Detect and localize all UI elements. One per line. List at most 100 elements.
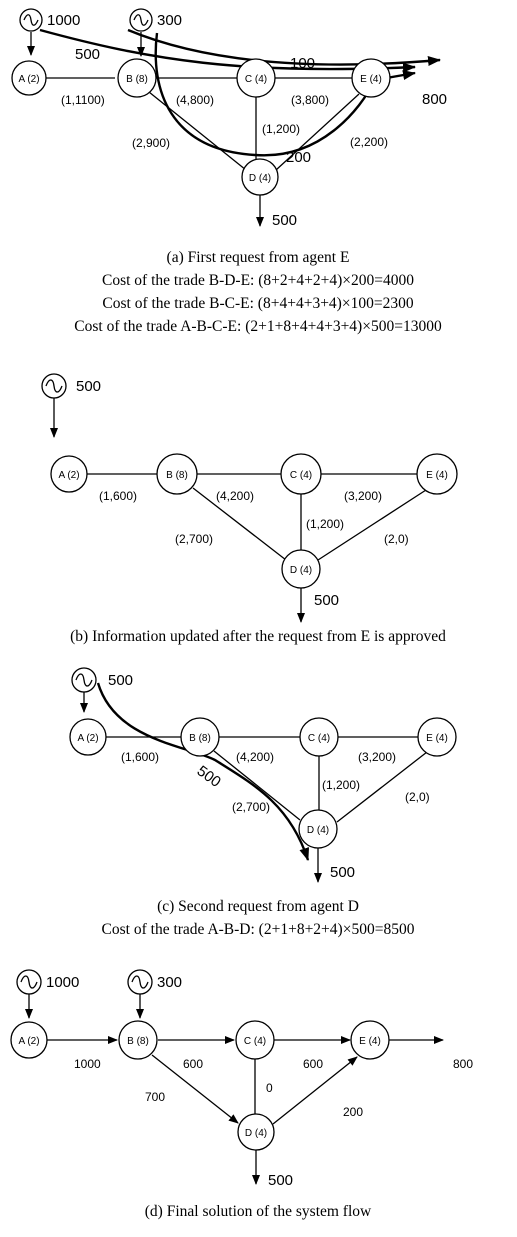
node-a-label: A (2) <box>77 733 98 744</box>
gen-a-label: 500 <box>108 672 133 689</box>
edge-b-d <box>213 750 301 821</box>
node-b-label: B (8) <box>127 1036 149 1047</box>
node-c <box>280 453 322 495</box>
node-e <box>417 717 457 757</box>
generator-a <box>71 667 97 693</box>
edge-d-e <box>336 751 428 823</box>
edge-d-e-label: (2,0) <box>384 532 409 546</box>
node-a <box>10 1021 48 1059</box>
node-b-label: B (8) <box>126 74 148 85</box>
panel-a: 1000 300 A (2) B (8) C (4) E (4) D (4) (… <box>11 8 447 335</box>
flow-c-e-label: 600 <box>303 1057 323 1071</box>
flow-b-c-label: 600 <box>183 1057 203 1071</box>
panel-b: 500 A (2) B (8) C (4) E (4) D (4) (1,600… <box>41 373 458 645</box>
generator-a <box>16 969 42 995</box>
edge-b-d-label: (2,900) <box>132 136 170 150</box>
edge-c-d-label: (1,200) <box>322 778 360 792</box>
edge-b-d <box>148 91 247 171</box>
node-d <box>281 549 321 589</box>
node-e-label: E (4) <box>426 733 448 744</box>
node-a <box>50 455 88 493</box>
node-e-label: E (4) <box>359 1036 381 1047</box>
caption-title: (d) Final solution of the system flow <box>145 1203 372 1220</box>
caption-title: (c) Second request from agent D <box>157 898 359 915</box>
edge-c-e-label: (3,800) <box>291 93 329 107</box>
sine-wave-icon <box>20 975 38 989</box>
edge-d-e-label: (2,0) <box>405 790 430 804</box>
node-e <box>416 453 458 495</box>
node-d-label: D (4) <box>307 825 329 836</box>
cost-line-1: Cost of the trade A-B-D: (2+1+8+2+4)×500… <box>102 921 415 938</box>
gen-b-label: 300 <box>157 12 182 29</box>
edge-b-d <box>192 487 287 561</box>
flow-500-label: 500 <box>75 46 100 63</box>
edge-d-e <box>317 489 427 561</box>
out-e-label: 800 <box>453 1057 473 1071</box>
node-c <box>235 1020 275 1060</box>
node-a-label: A (2) <box>18 1036 39 1047</box>
sine-wave-icon <box>45 379 63 393</box>
node-a <box>11 60 47 96</box>
node-b <box>156 453 198 495</box>
node-a-label: A (2) <box>58 470 79 481</box>
node-b <box>117 58 157 98</box>
out-e-label: 800 <box>422 91 447 108</box>
sine-wave-icon <box>131 975 149 989</box>
node-e-label: E (4) <box>426 470 448 481</box>
panel-c: 500 A (2) B (8) C (4) E (4) D (4) (1,600… <box>69 667 457 938</box>
edge-b-c-label: (4,200) <box>216 489 254 503</box>
node-d <box>237 1113 275 1151</box>
flow-path-500 <box>96 682 310 861</box>
flow-path-500 <box>39 28 416 73</box>
node-b-label: B (8) <box>166 470 188 481</box>
cost-line-3: Cost of the trade A-B-C-E: (2+1+8+4+4+3+… <box>74 318 442 335</box>
flow-100-label: 100 <box>290 55 315 72</box>
edge-c-d-label: (1,200) <box>306 517 344 531</box>
node-b <box>180 717 220 757</box>
edge-b-d <box>151 1054 239 1124</box>
edge-a-b-label: (1,600) <box>99 489 137 503</box>
flow-200-label: 200 <box>286 149 311 166</box>
node-e-label: E (4) <box>360 74 382 85</box>
gen-b-label: 300 <box>157 974 182 991</box>
sine-wave-icon <box>23 14 39 26</box>
flow-b-d-label: 700 <box>145 1090 165 1104</box>
edge-b-d-label: (2,700) <box>175 532 213 546</box>
flow-d-e-label: 200 <box>343 1105 363 1119</box>
node-c <box>236 58 276 98</box>
sine-wave-icon <box>133 14 149 26</box>
node-a-label: A (2) <box>18 74 39 85</box>
node-d-label: D (4) <box>249 173 271 184</box>
node-b-label: B (8) <box>189 733 211 744</box>
edge-a-b-label: (1,600) <box>121 750 159 764</box>
edge-d-e <box>272 1056 358 1125</box>
edge-d-e-label: (2,200) <box>350 135 388 149</box>
node-d-label: D (4) <box>290 565 312 576</box>
gen-a-label: 1000 <box>47 12 80 29</box>
edge-b-d-label: (2,700) <box>232 800 270 814</box>
gen-a-label: 1000 <box>46 974 79 991</box>
generator-b <box>129 8 153 32</box>
flow-500-label: 500 <box>194 762 224 790</box>
generator-a <box>41 373 67 399</box>
edge-b-c-label: (4,800) <box>176 93 214 107</box>
edge-c-e-label: (3,200) <box>344 489 382 503</box>
node-c-label: C (4) <box>245 74 267 85</box>
load-d-label: 500 <box>268 1172 293 1189</box>
panel-d: 1000 300 A (2) B (8) C (4) E (4) D (4) 1… <box>10 969 473 1220</box>
node-d-label: D (4) <box>245 1128 267 1139</box>
gen-a-label: 500 <box>76 378 101 395</box>
node-a <box>69 718 107 756</box>
edge-c-e-label: (3,200) <box>358 750 396 764</box>
flow-path-200 <box>154 32 416 157</box>
load-d-label: 500 <box>314 592 339 609</box>
edge-d-e <box>275 93 360 171</box>
edge-b-c-label: (4,200) <box>236 750 274 764</box>
flow-a-b-label: 1000 <box>74 1057 101 1071</box>
load-d-label: 500 <box>272 212 297 229</box>
caption-title: (b) Information updated after the reques… <box>70 628 446 645</box>
node-b <box>118 1020 158 1060</box>
flow-c-d-label: 0 <box>266 1081 273 1095</box>
generator-b <box>127 969 153 995</box>
